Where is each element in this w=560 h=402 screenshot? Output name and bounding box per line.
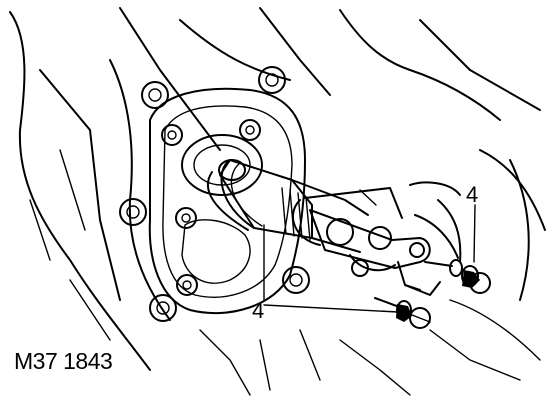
shaft-screws [374,297,431,329]
selector-fork [309,209,441,296]
callout-label-bolt: 4 [466,182,479,207]
bolt-right [424,259,491,294]
figure-reference: M37 1843 [14,348,113,374]
selector-rail [304,181,462,263]
casing-bolts [119,66,310,322]
gearbox-casing [9,7,546,396]
callout-leaders [263,204,476,313]
callout-label-screws: 4 [252,298,265,323]
